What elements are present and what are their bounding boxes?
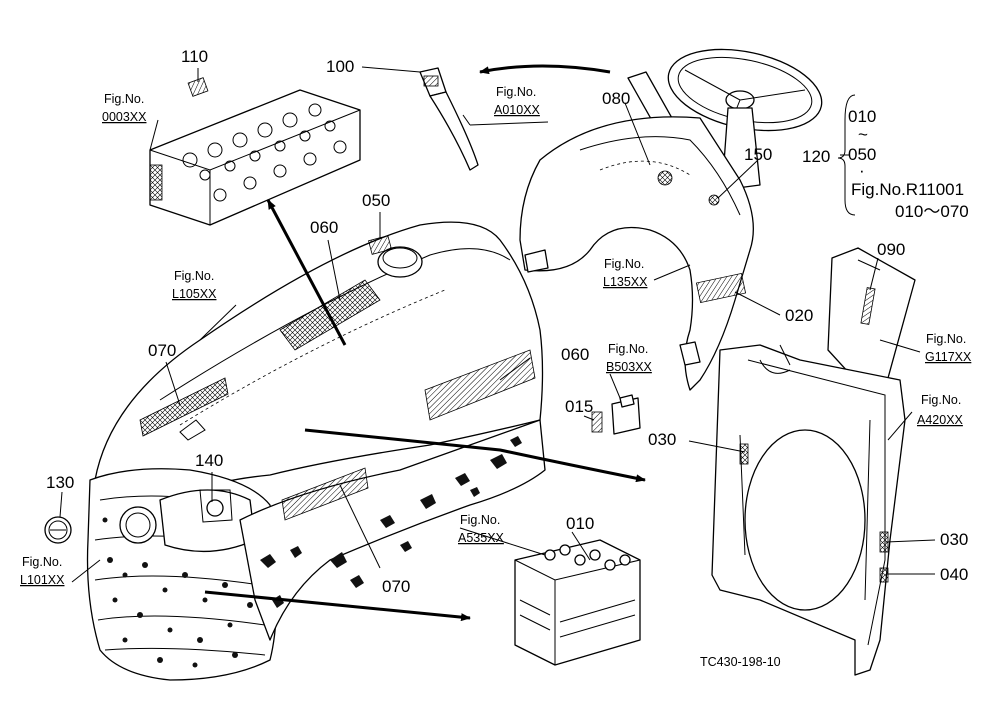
callout-030-right: 030 <box>940 530 968 549</box>
decal-110-engine <box>187 77 209 97</box>
fig-label-battery: Fig.No. <box>460 513 500 527</box>
bracket-tilde: ~ <box>858 125 868 144</box>
fig-label-dash: Fig.No. <box>604 257 644 271</box>
callout-015: 015 <box>565 397 593 416</box>
callout-100: 100 <box>326 57 354 76</box>
fig-label-lever: Fig.No. <box>496 85 536 99</box>
fig-label-hood: Fig.No. <box>174 269 214 283</box>
callout-150: 150 <box>744 145 772 164</box>
leader-lines <box>59 66 936 583</box>
callout-010-battery: 010 <box>566 514 594 533</box>
fig-code-frame: A420XX <box>917 413 964 427</box>
fig-code-switch: B503XX <box>606 360 653 374</box>
footer-code: TC430-198-10 <box>700 655 781 669</box>
bracket-range: 010～070 <box>895 202 969 221</box>
callout-130: 130 <box>46 473 74 492</box>
callout-labels: 110 Fig.No. 0003XX 100 Fig.No. A010XX 08… <box>20 47 972 669</box>
fig-label-engine: Fig.No. <box>104 92 144 106</box>
bracket-ref: Fig.No.R11001 <box>851 180 964 199</box>
frame-drawing <box>711 344 906 676</box>
side-panel-drawing <box>239 419 546 641</box>
fig-code-engine: 0003XX <box>102 110 147 124</box>
fig-code-hood: L105XX <box>172 287 217 301</box>
callout-070-side: 070 <box>382 577 410 596</box>
callout-140: 140 <box>195 451 223 470</box>
fig-code-grille: L101XX <box>20 573 65 587</box>
callout-040: 040 <box>940 565 968 584</box>
grille-pattern <box>102 517 253 668</box>
engine-head-drawing <box>149 89 361 226</box>
fig-label-plate: Fig.No. <box>926 332 966 346</box>
lever-drawing <box>419 67 479 171</box>
callout-120: 120 <box>802 147 830 166</box>
callout-060-side: 060 <box>561 345 589 364</box>
callout-030-left: 030 <box>648 430 676 449</box>
callout-020: 020 <box>785 306 813 325</box>
switch-drawing <box>591 394 641 435</box>
fig-code-lever: A010XX <box>494 103 541 117</box>
bracket-dot: · <box>859 161 865 180</box>
emblem-130 <box>44 516 72 544</box>
direction-arrows <box>204 64 646 622</box>
fig-code-battery: A535XX <box>458 531 505 545</box>
callout-110: 110 <box>181 47 208 66</box>
callout-080: 080 <box>602 89 630 108</box>
fig-label-frame: Fig.No. <box>921 393 961 407</box>
bracket-050: 050 <box>848 145 876 164</box>
fig-label-grille: Fig.No. <box>22 555 62 569</box>
callout-070-top: 070 <box>148 341 176 360</box>
fig-label-switch: Fig.No. <box>608 342 648 356</box>
battery-drawing <box>514 539 641 666</box>
bracket-010: 010 <box>848 107 876 126</box>
fig-code-plate: G117XX <box>925 350 972 364</box>
callout-090: 090 <box>877 240 905 259</box>
fig-code-dash: L135XX <box>603 275 648 289</box>
callout-060-top: 060 <box>310 218 338 237</box>
plate-drawing <box>827 247 916 386</box>
grille-drawing <box>86 468 278 681</box>
dash-panel-drawing <box>519 116 754 391</box>
callout-050: 050 <box>362 191 390 210</box>
